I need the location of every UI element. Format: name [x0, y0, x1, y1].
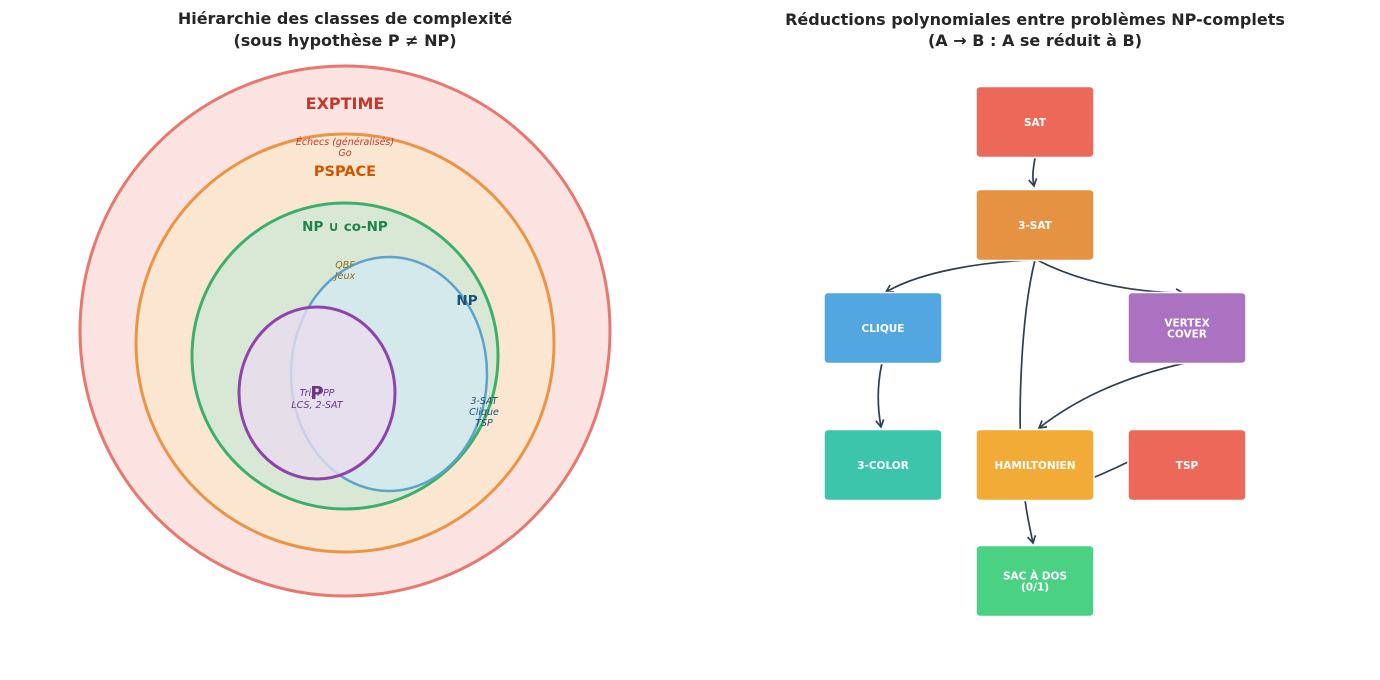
reductions-title-line1: Réductions polynomiales entre problèmes …	[785, 10, 1285, 29]
edge-sat-to-three-sat	[1028, 157, 1038, 188]
node-box	[1127, 428, 1247, 502]
np-example-3: TSP	[475, 418, 493, 429]
edge-three-sat-to-vertex-cover	[1036, 259, 1185, 298]
node-label: HAMILTONIEN	[995, 460, 1076, 472]
node-three-sat: 3-SAT	[975, 188, 1095, 262]
node-label: 3-COLOR	[857, 460, 909, 472]
node-label: CLIQUE	[862, 323, 905, 335]
node-box	[975, 544, 1095, 618]
node-label: 3-SAT	[1018, 220, 1053, 232]
pspace-example-2: Jeux	[333, 271, 356, 282]
pspace-label: PSPACE	[314, 164, 376, 180]
node-box	[975, 428, 1095, 502]
node-tsp: TSP	[1127, 428, 1247, 502]
reductions-panel: Réductions polynomiales entre problèmes …	[785, 10, 1285, 618]
hierarchy-title-line2: (sous hypothèse P ≠ NP)	[233, 31, 456, 50]
reductions-title-line2: (A → B : A se réduit à B)	[928, 31, 1142, 50]
edge-three-sat-to-clique	[884, 259, 1034, 293]
complexity-hierarchy-panel: Hiérarchie des classes de complexité (so…	[78, 9, 612, 598]
node-label: SAC À DOS	[1003, 570, 1067, 583]
node-box	[975, 188, 1095, 262]
p-example-2: LCS, 2-SAT	[291, 400, 343, 411]
node-label: VERTEX	[1164, 318, 1209, 330]
p-region	[237, 305, 397, 481]
node-label: SAT	[1024, 117, 1047, 129]
p-example-1: Tri, PPP	[300, 388, 335, 399]
node-sat: SAT	[975, 85, 1095, 159]
pspace-example-1: QBF	[335, 260, 355, 271]
node-hamiltonien: HAMILTONIEN	[975, 428, 1095, 502]
node-three-color: 3-COLOR	[823, 428, 943, 502]
node-box	[1127, 291, 1247, 365]
exptime-label: EXPTIME	[306, 94, 385, 113]
node-sac-a-dos: SAC À DOS(0/1)	[975, 544, 1095, 618]
np-label: NP	[456, 293, 477, 309]
exptime-example-1: Échecs (généralisés)	[296, 136, 394, 148]
node-box	[823, 291, 943, 365]
node-clique: CLIQUE	[823, 291, 943, 365]
node-box	[975, 85, 1095, 159]
hierarchy-title-line1: Hiérarchie des classes de complexité	[178, 9, 513, 28]
exptime-example-2: Go	[338, 148, 351, 159]
node-label: (0/1)	[1021, 582, 1049, 594]
node-label: COVER	[1167, 329, 1207, 341]
edge-vertex-cover-to-hamiltonien	[1037, 362, 1186, 430]
np-union-conp-label: NP ∪ co-NP	[302, 219, 388, 235]
node-box	[823, 428, 943, 502]
edge-clique-to-three-color	[875, 362, 885, 429]
node-label: TSP	[1176, 460, 1199, 472]
np-example-1: 3-SAT	[470, 396, 498, 407]
p-label: P	[310, 383, 323, 404]
np-example-2: Clique	[469, 407, 499, 418]
